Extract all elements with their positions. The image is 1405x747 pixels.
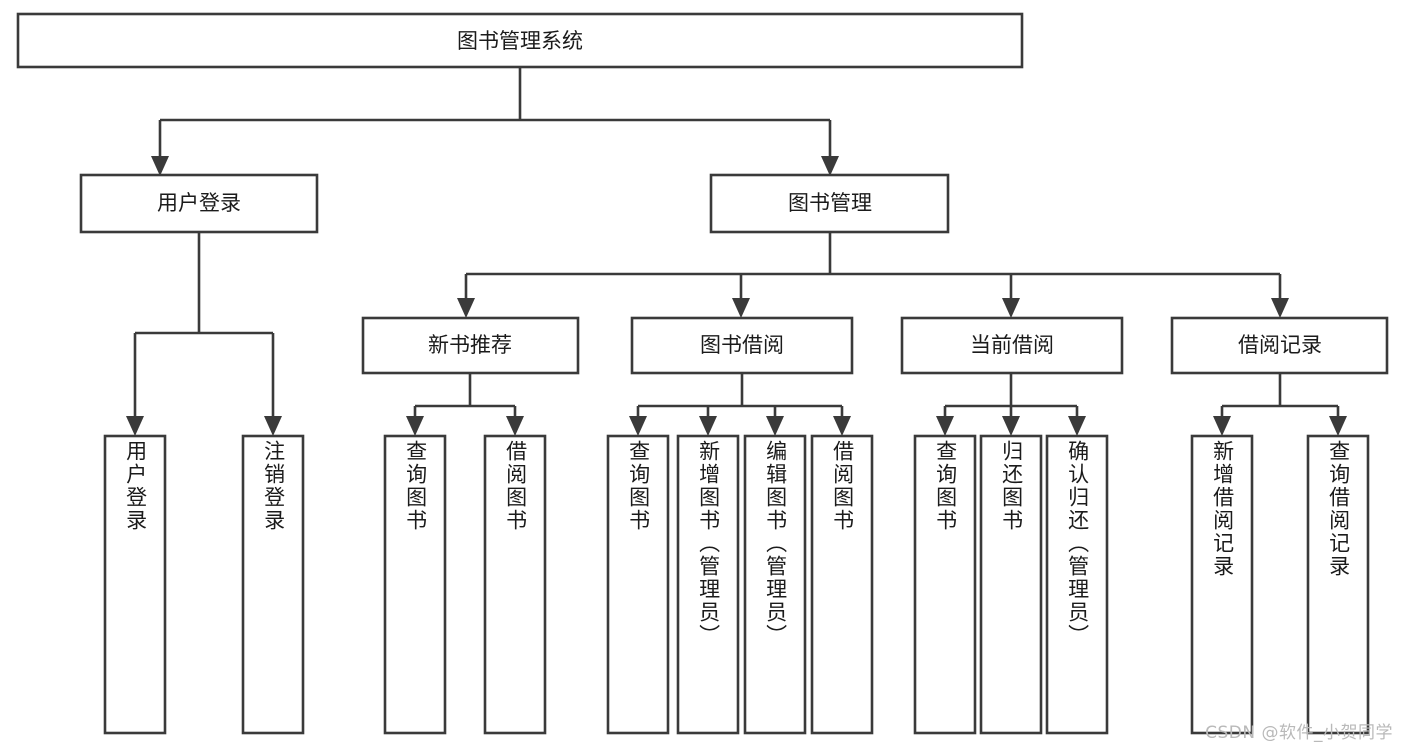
arrow-to-new-book bbox=[457, 298, 475, 318]
leaf-user-login[interactable]: 用户登录 bbox=[103, 434, 167, 735]
leaf-add-borrow-record-box bbox=[1190, 434, 1254, 735]
leaf-query-borrow-record[interactable]: 查询借阅记录 bbox=[1306, 434, 1370, 735]
arrow-current-borrow-leaf-1 bbox=[936, 416, 954, 436]
leaf-borrow-query-book-label: 查询图书 bbox=[626, 440, 651, 532]
node-root-system-box bbox=[16, 12, 1024, 69]
leaf-current-query-book-label: 查询图书 bbox=[933, 440, 958, 532]
node-book-borrow[interactable]: 图书借阅 bbox=[630, 316, 854, 375]
node-book-manage[interactable]: 图书管理 bbox=[709, 173, 950, 234]
arrow-borrow-record-leaf-1 bbox=[1213, 416, 1231, 436]
leaf-confirm-return-admin-label: 确认归还（管理员） bbox=[1065, 440, 1090, 647]
leaf-borrow-book-label: 借阅图书 bbox=[830, 440, 855, 532]
arrow-new-book-leaf-2 bbox=[506, 416, 524, 436]
leaf-confirm-return-admin-box bbox=[1045, 434, 1109, 735]
connector-borrow-record-to-leaves bbox=[1213, 373, 1347, 436]
node-current-borrow-box bbox=[900, 316, 1124, 375]
leaf-user-login-box bbox=[103, 434, 167, 735]
connector-book-borrow-to-leaves bbox=[629, 373, 851, 436]
leaf-query-borrow-record-label: 查询借阅记录 bbox=[1326, 440, 1351, 578]
leaf-newbook-borrow-book-label: 借阅图书 bbox=[503, 440, 528, 532]
arrow-book-borrow-leaf-1 bbox=[629, 416, 647, 436]
arrow-user-login-leaf-1 bbox=[126, 416, 144, 436]
arrow-current-borrow-leaf-3 bbox=[1068, 416, 1086, 436]
leaf-logout[interactable]: 注销登录 bbox=[241, 434, 305, 735]
leaf-add-book-admin-box bbox=[676, 434, 740, 735]
node-new-book-recommend[interactable]: 新书推荐 bbox=[361, 316, 580, 375]
leaf-current-query-book-box bbox=[913, 434, 977, 735]
leaf-current-query-book[interactable]: 查询图书 bbox=[913, 434, 977, 735]
leaf-newbook-borrow-book[interactable]: 借阅图书 bbox=[483, 434, 547, 735]
arrow-book-borrow-leaf-4 bbox=[833, 416, 851, 436]
leaf-return-book[interactable]: 归还图书 bbox=[979, 434, 1043, 735]
node-new-book-recommend-box bbox=[361, 316, 580, 375]
arrow-user-login-leaf-2 bbox=[264, 416, 282, 436]
arrow-book-borrow-leaf-2 bbox=[699, 416, 717, 436]
leaf-add-book-admin[interactable]: 新增图书（管理员） bbox=[676, 434, 740, 735]
leaf-edit-book-admin-box bbox=[743, 434, 807, 735]
leaf-borrow-book-box bbox=[810, 434, 874, 735]
leaf-edit-book-admin[interactable]: 编辑图书（管理员） bbox=[743, 434, 807, 735]
leaf-edit-book-admin-label: 编辑图书（管理员） bbox=[763, 440, 788, 647]
connector-root-to-level2 bbox=[151, 67, 839, 176]
leaf-newbook-query-book-label: 查询图书 bbox=[403, 440, 428, 532]
leaf-logout-box bbox=[241, 434, 305, 735]
arrow-to-current-borrow bbox=[1002, 298, 1020, 318]
arrow-to-book-borrow bbox=[732, 298, 750, 318]
leaf-newbook-borrow-book-box bbox=[483, 434, 547, 735]
arrow-new-book-leaf-1 bbox=[406, 416, 424, 436]
leaf-borrow-query-book-box bbox=[606, 434, 670, 735]
node-user-login[interactable]: 用户登录 bbox=[79, 173, 319, 234]
leaf-add-borrow-record[interactable]: 新增借阅记录 bbox=[1190, 434, 1254, 735]
arrow-borrow-record-leaf-2 bbox=[1329, 416, 1347, 436]
arrow-current-borrow-leaf-2 bbox=[1002, 416, 1020, 436]
leaf-newbook-query-book-box bbox=[383, 434, 447, 735]
node-book-borrow-label: 图书借阅 bbox=[700, 333, 784, 357]
node-borrow-record-box bbox=[1170, 316, 1389, 375]
node-root-system-label: 图书管理系统 bbox=[457, 29, 583, 53]
leaf-return-book-label: 归还图书 bbox=[999, 440, 1024, 532]
leaf-add-borrow-record-label: 新增借阅记录 bbox=[1210, 440, 1235, 578]
node-new-book-recommend-label: 新书推荐 bbox=[428, 333, 512, 357]
arrow-book-borrow-leaf-3 bbox=[766, 416, 784, 436]
connector-user-login-to-leaves bbox=[126, 232, 282, 436]
node-book-borrow-box bbox=[630, 316, 854, 375]
node-book-manage-label: 图书管理 bbox=[788, 191, 872, 215]
node-borrow-record[interactable]: 借阅记录 bbox=[1170, 316, 1389, 375]
leaf-borrow-book[interactable]: 借阅图书 bbox=[810, 434, 874, 735]
node-user-login-label: 用户登录 bbox=[157, 191, 241, 215]
leaf-logout-label: 注销登录 bbox=[261, 440, 286, 532]
leaf-query-borrow-record-box bbox=[1306, 434, 1370, 735]
leaf-add-book-admin-label: 新增图书（管理员） bbox=[696, 440, 721, 647]
leaf-newbook-query-book[interactable]: 查询图书 bbox=[383, 434, 447, 735]
leaf-confirm-return-admin[interactable]: 确认归还（管理员） bbox=[1045, 434, 1109, 735]
node-borrow-record-label: 借阅记录 bbox=[1238, 333, 1322, 357]
node-current-borrow[interactable]: 当前借阅 bbox=[900, 316, 1124, 375]
leaf-user-login-label: 用户登录 bbox=[123, 440, 148, 532]
node-root-system[interactable]: 图书管理系统 bbox=[16, 12, 1024, 69]
node-current-borrow-label: 当前借阅 bbox=[970, 333, 1054, 357]
arrow-to-book-manage bbox=[821, 156, 839, 176]
leaf-borrow-query-book[interactable]: 查询图书 bbox=[606, 434, 670, 735]
arrow-to-borrow-record bbox=[1271, 298, 1289, 318]
node-book-manage-box bbox=[709, 173, 950, 234]
connector-current-borrow-to-leaves bbox=[936, 373, 1086, 436]
connector-book-manage-to-level3 bbox=[457, 232, 1289, 318]
leaf-return-book-box bbox=[979, 434, 1043, 735]
connector-new-book-to-leaves bbox=[406, 373, 524, 436]
node-user-login-box bbox=[79, 173, 319, 234]
arrow-to-user-login bbox=[151, 156, 169, 176]
